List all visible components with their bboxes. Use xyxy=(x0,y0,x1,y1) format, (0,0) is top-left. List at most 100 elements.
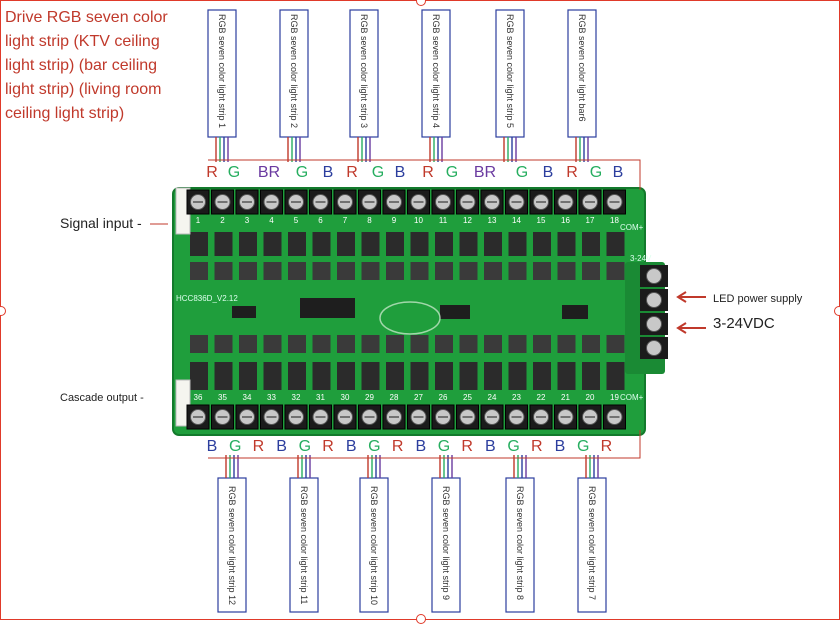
mosfet-bottom xyxy=(214,362,233,390)
top-terminal-number: 2 xyxy=(220,216,225,225)
resistor-bottom xyxy=(606,335,625,353)
top-channel-label: R xyxy=(566,164,578,181)
bottom-terminal-number: 25 xyxy=(463,393,472,402)
mosfet-top xyxy=(361,232,380,256)
mosfet-bottom xyxy=(361,362,380,390)
top-strip-label: RGB seven color light strip 4 xyxy=(431,14,441,129)
bottom-channel-label: R xyxy=(252,438,265,455)
mosfet-top xyxy=(508,232,527,256)
top-channel-label: G xyxy=(295,164,309,181)
top-strip-label: RGB seven color light strip 5 xyxy=(505,14,515,129)
bottom-terminal-number: 32 xyxy=(291,393,301,402)
com-bottom-label: COM+ xyxy=(620,393,644,402)
top-channel-label: BR xyxy=(257,164,281,181)
top-terminal-number: 12 xyxy=(463,216,472,225)
voltage-label: 3-24VDC xyxy=(713,315,775,332)
resize-handle-right[interactable] xyxy=(834,306,840,316)
top-terminal-number: 10 xyxy=(414,216,423,225)
signal-input-label: Signal input - xyxy=(60,215,142,231)
mosfet-bottom xyxy=(337,362,355,390)
power-terminal-screw xyxy=(646,340,662,356)
mosfet-bottom xyxy=(410,362,429,390)
mosfet-bottom xyxy=(288,362,306,390)
bottom-terminal-number: 35 xyxy=(218,393,227,402)
top-common-wire xyxy=(208,159,641,190)
mosfet-bottom xyxy=(386,362,404,390)
resistor-bottom xyxy=(557,335,576,353)
bottom-strip-box xyxy=(289,477,319,613)
mosfet-bottom xyxy=(239,362,257,390)
mosfet-top xyxy=(337,232,355,256)
resistor-top xyxy=(582,262,600,280)
title-line: light strip (KTV ceiling xyxy=(5,33,160,50)
resistor-bottom xyxy=(459,335,478,353)
top-channel-label: R xyxy=(346,164,358,181)
bottom-channel-label: G xyxy=(228,438,242,455)
mosfet-top xyxy=(606,232,625,256)
top-channel-label: G xyxy=(515,164,529,181)
bottom-common-wire xyxy=(208,430,641,459)
title-line: ceiling light strip) xyxy=(5,105,125,122)
top-channel-label: G xyxy=(589,164,603,181)
top-channel-label: B xyxy=(612,164,624,181)
mosfet-bottom xyxy=(533,362,551,390)
mosfet-top xyxy=(190,232,208,256)
mosfet-top xyxy=(214,232,233,256)
bottom-channel-label: B xyxy=(415,438,427,455)
chip-secondary xyxy=(440,305,470,319)
mosfet-top xyxy=(288,232,306,256)
resistor-bottom xyxy=(337,335,355,353)
mosfet-bottom xyxy=(312,362,331,390)
resistor-top xyxy=(190,262,208,280)
resistor-bottom xyxy=(533,335,551,353)
chip-left xyxy=(232,306,256,318)
resistor-top xyxy=(435,262,453,280)
top-terminal-number: 1 xyxy=(195,216,201,225)
top-terminal-number: 8 xyxy=(367,216,372,225)
resistor-top xyxy=(484,262,502,280)
resistor-bottom xyxy=(582,335,600,353)
bottom-terminal-number: 21 xyxy=(561,393,570,402)
mosfet-top xyxy=(459,232,478,256)
resistor-top xyxy=(214,262,233,280)
resistor-top xyxy=(557,262,576,280)
mosfet-top xyxy=(263,232,282,256)
resistor-top xyxy=(386,262,404,280)
mosfet-bottom xyxy=(484,362,502,390)
resistor-bottom xyxy=(214,335,233,353)
resistor-top xyxy=(533,262,551,280)
power-voltage-label: 3-24V xyxy=(630,254,652,263)
led-power-supply-label: LED power supply xyxy=(713,293,803,305)
resistor-bottom xyxy=(435,335,453,353)
top-strip-box xyxy=(567,9,597,138)
bottom-channel-label: R xyxy=(600,438,613,455)
arrow-power-supply xyxy=(676,291,706,303)
top-terminal-number: 16 xyxy=(561,216,570,225)
bottom-terminal-number: 30 xyxy=(340,393,350,402)
bottom-terminal-number: 19 xyxy=(610,393,619,402)
board-model-label: HCC836D_V2.12 xyxy=(176,294,238,303)
top-channel-label: R xyxy=(206,164,218,181)
bottom-channel-label: B xyxy=(554,438,566,455)
top-terminal-number: 13 xyxy=(487,216,497,225)
bottom-strip-label: RGB seven color light strip 8 xyxy=(515,486,525,601)
resistor-bottom xyxy=(508,335,527,353)
bottom-terminal-number: 34 xyxy=(242,393,252,402)
watermark-logo xyxy=(379,301,441,335)
bottom-strip-label: RGB seven color light strip 9 xyxy=(441,486,451,601)
bottom-channel-label: G xyxy=(437,438,451,455)
mosfet-top xyxy=(557,232,576,256)
power-terminal-screw xyxy=(646,268,662,284)
resistor-bottom xyxy=(190,335,208,353)
cascade-output-label: Cascade output - xyxy=(60,392,144,404)
bottom-terminal-number: 29 xyxy=(365,393,374,402)
bottom-channel-label: R xyxy=(531,438,543,455)
bottom-strip-box xyxy=(577,477,607,613)
resize-handle-top[interactable] xyxy=(416,0,426,6)
top-strip-label: RGB seven color light strip 1 xyxy=(217,14,227,129)
bottom-channel-label: G xyxy=(576,438,590,455)
resize-handle-left[interactable] xyxy=(0,306,6,316)
bottom-strip-label: RGB seven color light strip 7 xyxy=(587,486,597,601)
bottom-strip-label: RGB seven color light strip 10 xyxy=(369,486,379,606)
resistor-bottom xyxy=(239,335,257,353)
